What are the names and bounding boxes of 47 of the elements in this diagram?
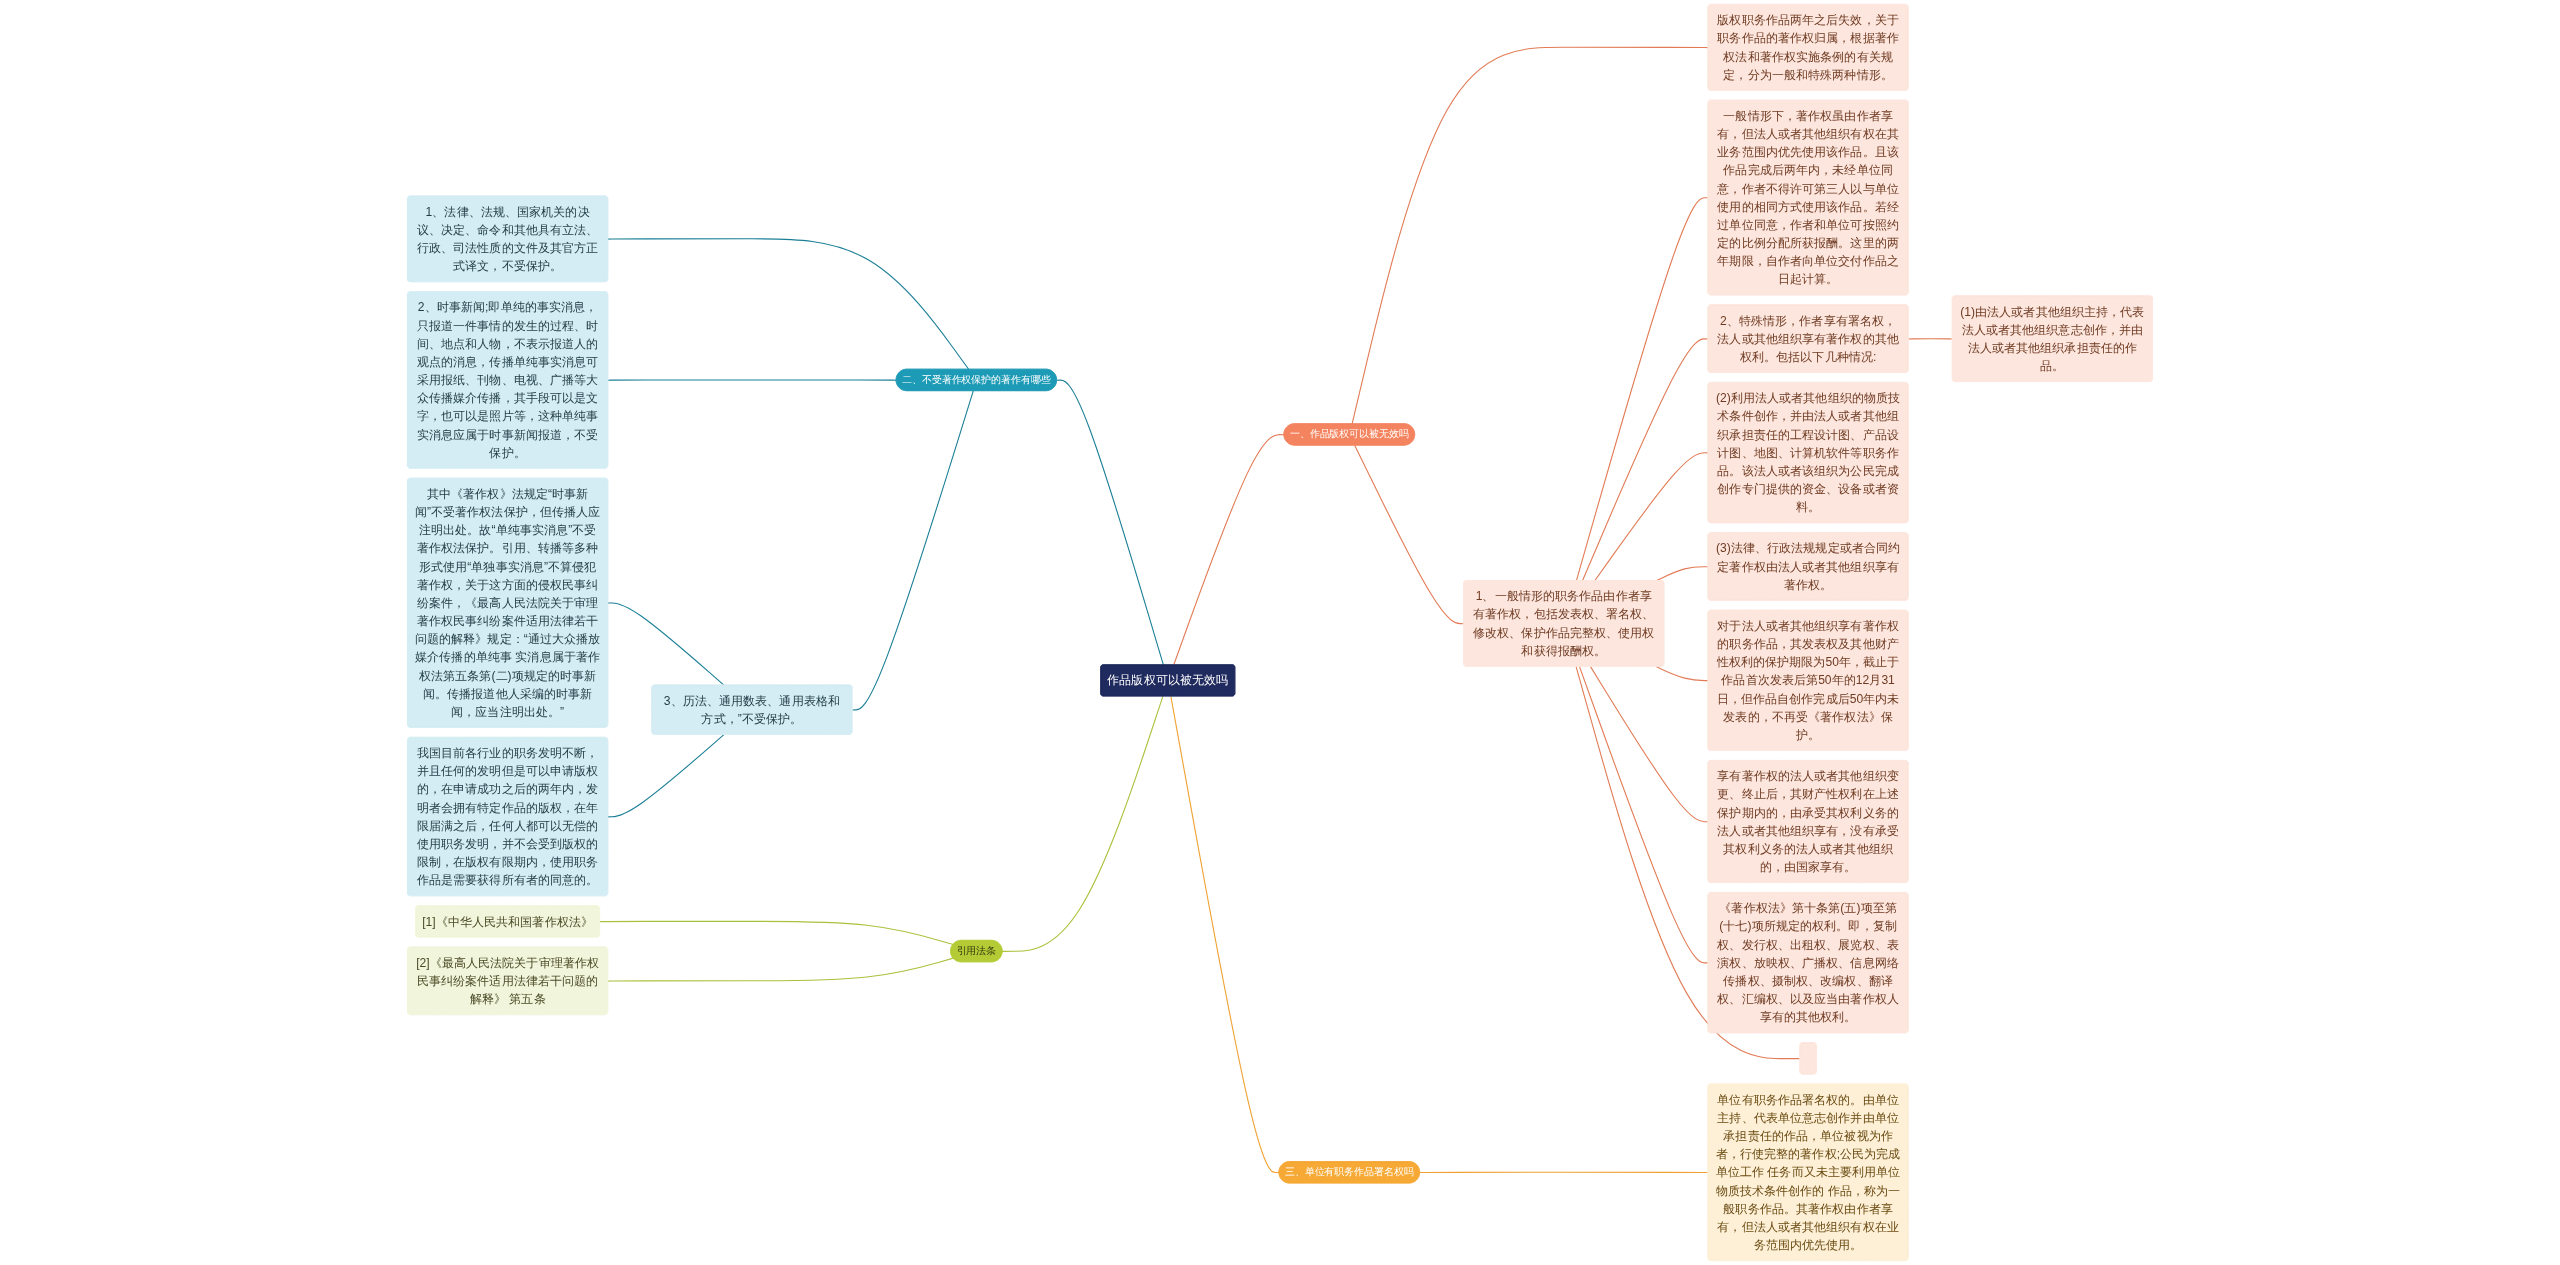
connector-line bbox=[1655, 666, 1709, 682]
connector-line bbox=[1594, 452, 1709, 582]
note-box: 其中《著作权》法规定“时事新闻”不受著作权法保护，但传播人应注明出处。故“单纯事实消息”不受著作权法保护。引用、转播等多种形式使用“单独事实消息”不算侵犯著作权，关于这方面的侵权民事纠纷案件，《最高人民法院关于审理著作权民事纠纷案件适用法律若干问题的解释》规定：“通过大众播放媒介传播的单纯事 实消息属于著作权法第五条第(二)项规定的时事新闻。传播报道他人采编的时事新闻，应当注明出处。” bbox=[407, 477, 609, 728]
note-box: 1、一般情形的职务作品由作者享有著作权，包括发表权、署名权、修改权、保护作品完整权、使用权和获得报酬权。 bbox=[1463, 580, 1665, 667]
connector-line bbox=[607, 602, 725, 686]
connector-line bbox=[607, 238, 970, 371]
branch-topic: 一、作品版权可以被无效吗 bbox=[1283, 423, 1415, 446]
note-box: 2、特殊情形，作者享有署名权，法人或其他组织享有著作权的其他权利。包括以下几种情况: bbox=[1707, 304, 1909, 373]
central-topic: 作品版权可以被无效吗 bbox=[1100, 664, 1236, 697]
branch-topic: 二、不受著作权保护的著作有哪些 bbox=[895, 368, 1057, 391]
note-box: (2)利用法人或者其他组织的物质技术条件创作，并由法人或者其他组织承担责任的工程设计图、产品设计图、地图、计算机软件等职务作品。该法人或者该组织为公民完成创作专门提供的资金、设备或者资料。 bbox=[1707, 382, 1909, 523]
note-box bbox=[1799, 1042, 1817, 1075]
connector-line bbox=[1581, 338, 1709, 582]
connector-line bbox=[1351, 46, 1709, 425]
connector-line bbox=[1056, 379, 1164, 666]
note-box: 《著作权法》第十条第(五)项至第(十七)项所规定的权利。即，复制权、发行权、出租权、展览权、表演权、放映权、广播权、信息网络传播权、摄制权、改编权、翻译权、汇编权、以及应当由著作权人享有的其他权利。 bbox=[1707, 892, 1909, 1034]
note-box: 享有著作权的法人或者其他组织变更、终止后，其财产性权利在上述保护期内的，由承受其权利义务的法人或者其他组织享有，没有承受其权利义务的法人或者其他组织的，由国家享有。 bbox=[1707, 760, 1909, 883]
note-box: 3、历法、通用数表、通用表格和方式，”不受保护。 bbox=[651, 684, 853, 735]
branch-topic: 引用法条 bbox=[950, 940, 1003, 963]
note-box: 1、法律、法规、国家机关的决议、决定、命令和其他具有立法、行政、司法性质的文件及其官方正式译文，不受保护。 bbox=[407, 195, 609, 282]
note-box: 对于法人或者其他组织享有著作权的职务作品，其发表权及其他财产性权利的保护期限为50年，截止于作品首次发表后第50年的12月31日，但作品自创作完成后50年内未发表的，不再受《著作权法》保护。 bbox=[1707, 609, 1909, 751]
note-box: 2、时事新闻;即单纯的事实消息，只报道一件事情的发生的过程、时间、地点和人物，不表示报道人的观点的消息，传播单纯事实消息可采用报纸、刊物、电视、广播等大众传播媒介传播，其手段可以是文字，也可以是照片等，这种单纯事实消息应属于时事新闻报道，不受保护。 bbox=[407, 291, 609, 469]
note-box: [2]《最高人民法院关于审理著作权民事纠纷案件适用法律若干问题的解释》 第五条 bbox=[407, 946, 609, 1015]
connector-line bbox=[1001, 695, 1164, 952]
connector-line bbox=[607, 379, 897, 381]
connector-line bbox=[1655, 566, 1709, 582]
branch-topic: 三、单位有职务作品署名权吗 bbox=[1278, 1161, 1420, 1184]
connector-line bbox=[1575, 666, 1801, 1060]
connector-line bbox=[1354, 444, 1465, 625]
note-box: (1)由法人或者其他组织主持，代表法人或者其他组织意志创作，并由法人或者其他组织承担责任的作品。 bbox=[1951, 295, 2153, 382]
note-box: 一般情形下，著作权虽由作者享有，但法人或者其他组织有权在其业务范围内优先使用该作品。且该作品完成后两年内，未经单位同意，作者不得许可第三人以与单位使用的相同方式使用该作品。若经过单位同意，作者和单位可按照约定的比例分配所获报酬。这里的两年期限，自作者向单位交付作品之日起计算。 bbox=[1707, 99, 1909, 296]
connector-line bbox=[1589, 666, 1709, 823]
connector-line bbox=[1419, 1171, 1709, 1174]
note-box: 我国目前各行业的职务发明不断，并且任何的发明但是可以申请版权的，在申请成功之后的两年内，发明者会拥有特定作品的版权，在年限届满之后，任何人都可以无偿的使用职务发明，并不会受到版权的限制，在版权有限期内，使用职务作品是需要获得所有者的同意的。 bbox=[407, 737, 609, 897]
note-box: [1]《中华人民共和国著作权法》 bbox=[415, 905, 600, 938]
note-box: (3)法律、行政法规规定或者合同约定著作权由法人或者其他组织享有著作权。 bbox=[1707, 532, 1909, 601]
note-box: 版权职务作品两年之后失效，关于职务作品的著作权归属，根据著作权法和著作权实施条例的有关规定，分为一般和特殊两种情形。 bbox=[1707, 4, 1909, 91]
connector-line bbox=[607, 734, 725, 818]
connector-line bbox=[851, 390, 974, 711]
connector-line bbox=[599, 920, 954, 946]
connector-line bbox=[1578, 666, 1709, 964]
connector-line bbox=[1575, 197, 1709, 582]
connector-line bbox=[1170, 695, 1280, 1174]
note-box: 单位有职务作品署名权的。由单位主持、代表单位意志创作并由单位承担责任的作品，单位被视为作者，行使完整的著作权;公民为完成单位工作 任务而又未主要利用单位物质技术条件创作的 作品，称为一般职务作品。其著作权由作者享有，但法人或者其他组织有权在业务范围内优先使用。 bbox=[1707, 1083, 1909, 1261]
connector-line bbox=[1173, 434, 1285, 666]
connector-line bbox=[1907, 338, 1954, 340]
connector-line bbox=[607, 957, 954, 982]
